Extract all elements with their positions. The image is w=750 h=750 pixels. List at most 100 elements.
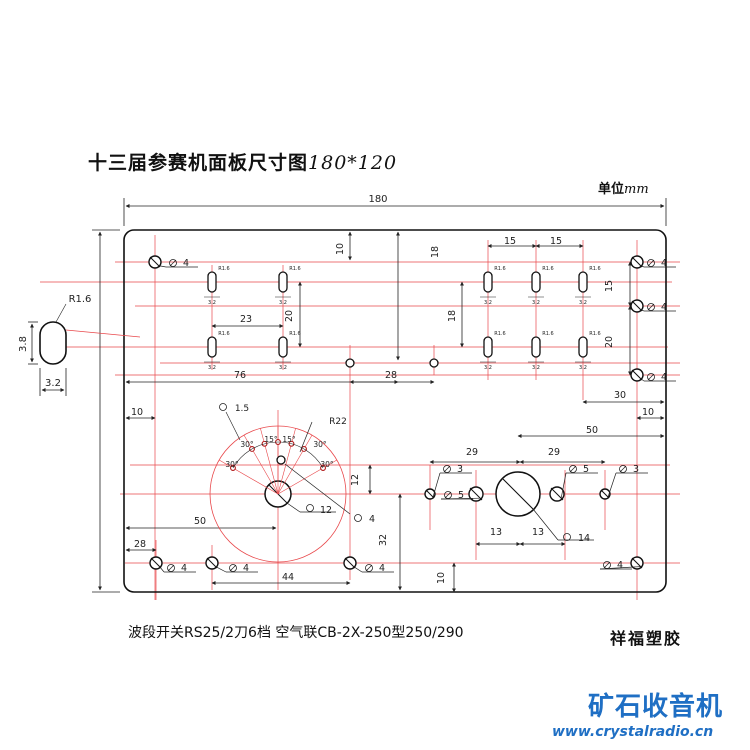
pilot-hole-left [345, 358, 355, 368]
slot-width-label: 3.2 [579, 365, 587, 371]
dial-small-hole-label: 1.5 [235, 404, 249, 414]
slot-width-label: 3.2 [484, 300, 492, 306]
slot-radius-label: R1.6 [494, 266, 505, 272]
slot-3: R1.63.2 [204, 331, 230, 371]
dial-pin-label: 4 [369, 514, 375, 525]
hole-cross [150, 557, 162, 569]
dial-angle-label: 15° [264, 435, 278, 444]
dim-label-left-76: 76 [234, 370, 246, 381]
hole-bottom-mid-label: 4 [379, 563, 385, 574]
dial-arc [232, 441, 324, 469]
hole-bottom-mid-left-label: 4 [243, 563, 249, 574]
dim-label-bottom-28: 28 [134, 539, 146, 550]
oval-slot-icon [278, 271, 288, 293]
page-title: 十三届参赛机面板尺寸图180*120 [88, 148, 397, 175]
dial-ray [260, 428, 279, 495]
diameter-slash [444, 491, 452, 499]
hole-top-right: 4 [630, 255, 676, 269]
oval-slot-icon [578, 271, 588, 293]
leader-line [432, 472, 441, 498]
hole-top-left-label: 4 [183, 258, 189, 269]
leader-line [215, 566, 227, 573]
leader-line [299, 421, 313, 453]
slot-detail-outline [39, 321, 67, 365]
hole-cross [344, 557, 356, 569]
component-note: 波段开关RS25/2刀6档 空气联CB-2X-250型250/290 [128, 625, 464, 641]
hole-bottom-left: 4 [149, 556, 196, 574]
diameter-symbol-icon [603, 561, 611, 569]
dim-label-right-20: 20 [604, 336, 615, 348]
slot-9: R1.63.2 [528, 331, 554, 371]
diameter-symbol-icon [647, 259, 655, 267]
slot-radius-label: R1.6 [289, 331, 300, 337]
oval-slot-icon [578, 336, 588, 358]
dim-label-left-23: 23 [240, 314, 252, 325]
hole-cross [502, 478, 534, 510]
leader-line [159, 566, 165, 573]
title-size: 180*120 [308, 152, 398, 174]
leader-line [284, 463, 351, 515]
slot-10: R1.63.2 [575, 331, 601, 371]
dim-label-left-20: 20 [284, 310, 295, 322]
slot-7: R1.63.2 [575, 266, 601, 306]
leader-line [225, 411, 241, 441]
leader-line [640, 309, 645, 312]
hole-cap-left-small: 3 [424, 464, 472, 500]
leader-line [158, 265, 167, 268]
diameter-symbol-icon [365, 564, 373, 572]
diameter-symbol-icon [569, 465, 577, 473]
hole-bottom-right: 4 [599, 556, 644, 571]
slot-detail-height: 3.8 [18, 336, 29, 352]
dial-radius-label: R22 [329, 417, 347, 427]
hole-right-lower-label: 4 [661, 372, 667, 383]
dial-ray [243, 434, 279, 495]
diameter-symbol-icon [444, 491, 452, 499]
maker-name: 祥福塑胶 [610, 629, 683, 648]
oval-slot-icon [207, 336, 217, 358]
slot-width-label: 3.2 [279, 365, 287, 371]
hole-right-upper-label: 4 [661, 302, 667, 313]
dim-label-cap-13a: 13 [490, 527, 502, 538]
dial-ray [277, 434, 313, 495]
slot-width-label: 3.2 [279, 300, 287, 306]
pilot-hole-right [429, 358, 439, 368]
oval-slot-icon [531, 271, 541, 293]
unit-value: mm [624, 182, 649, 197]
slot-radius-label: R1.6 [218, 331, 229, 337]
dim-label-pitch-15a: 15 [504, 236, 516, 247]
slot-width-label: 3.2 [484, 365, 492, 371]
watermark-url: www.crystalradio.cn [552, 724, 714, 740]
leader-line [640, 378, 645, 382]
hole-right-lower: 4 [630, 368, 676, 383]
diameter-slash [229, 564, 237, 572]
hole-cap-left-small-label: 3 [457, 464, 463, 475]
leader-line [55, 303, 67, 323]
diameter-symbol-icon [167, 564, 175, 572]
diameter-symbol-icon [169, 259, 177, 267]
hole-top-right-label: 4 [661, 258, 667, 269]
hole-top-left: 4 [148, 255, 198, 269]
hole-bottom-mid-left: 4 [205, 556, 258, 574]
dial-main-hole-label: 12 [320, 505, 332, 516]
hole-bottom-right-label: 4 [617, 560, 623, 571]
slot-2: R1.63.2 [275, 266, 301, 306]
slot-8: R1.63.2 [480, 331, 506, 371]
dim-label-dial-12: 12 [350, 474, 361, 486]
slot-5: R1.6 3.2 [480, 266, 506, 306]
dim-label-left-10: 10 [131, 407, 143, 418]
dial-pin-hole [276, 455, 286, 465]
dim-label-cap-29a: 29 [466, 447, 478, 458]
slot-cutouts: R1.63.2R1.63.2R1.63.2R1.63.2R1.63.2R1.63… [204, 266, 601, 371]
hole-cross [631, 300, 643, 312]
dim-label-top-10: 10 [335, 243, 346, 255]
dim-label-top-18: 18 [430, 246, 441, 258]
slot-radius-label: R1.6 [542, 331, 553, 337]
diameter-symbol-icon [443, 465, 451, 473]
hole-cap-right-small: 3 [599, 464, 648, 500]
leader-line [532, 508, 559, 541]
diameter-slash [647, 373, 655, 381]
diameter-slash [443, 465, 451, 473]
